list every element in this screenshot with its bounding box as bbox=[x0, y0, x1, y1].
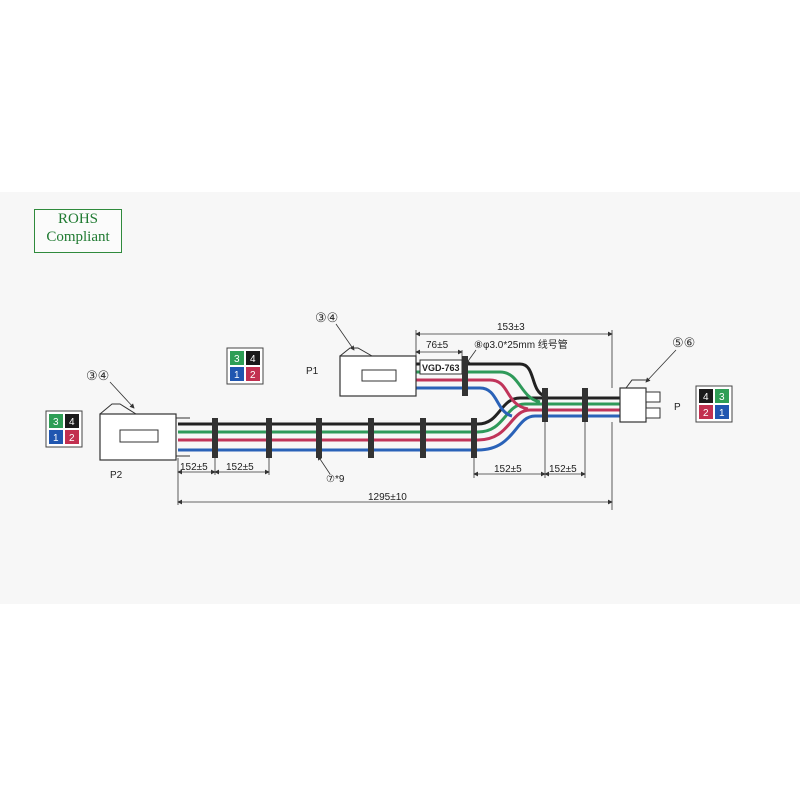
p2-pin-4: 4 bbox=[69, 417, 75, 428]
connector-p1 bbox=[339, 347, 417, 397]
p-label: P bbox=[674, 402, 681, 413]
rohs-label: ROHS bbox=[57, 211, 98, 227]
dim-153: 153±3 bbox=[497, 322, 525, 333]
drawing-sheet bbox=[0, 192, 800, 604]
p2-pin-1: 1 bbox=[53, 433, 59, 444]
p1-pin-face: 3 4 1 2 bbox=[226, 347, 264, 385]
p2-pin-face: 3 4 1 2 bbox=[45, 410, 83, 448]
p1-pin-1: 1 bbox=[234, 370, 240, 381]
cable-tie bbox=[266, 418, 272, 458]
cable-tie bbox=[542, 388, 548, 422]
cable-tie bbox=[368, 418, 374, 458]
wire-blue-p1 bbox=[416, 386, 513, 418]
p2-callout: ③④ bbox=[86, 368, 109, 383]
cable-tie bbox=[316, 418, 322, 458]
connector-p bbox=[619, 379, 661, 423]
p-pin-4: 4 bbox=[703, 392, 709, 403]
vgd-label: VGD-763 bbox=[422, 363, 460, 373]
wire-green-p1 bbox=[416, 370, 541, 404]
p2-pin-2: 2 bbox=[69, 433, 75, 444]
p-pin-face: 4 3 2 1 bbox=[695, 385, 733, 423]
p2-housing bbox=[99, 413, 177, 461]
p-housing bbox=[619, 387, 647, 423]
connector-p2 bbox=[99, 403, 190, 461]
wire-blue bbox=[178, 414, 620, 452]
sleeve-note: ⑧φ3.0*25mm 线号管 bbox=[474, 338, 568, 351]
cable-tie bbox=[420, 418, 426, 458]
wire-bundle-main bbox=[178, 396, 620, 452]
dim-p2-b: 152±5 bbox=[226, 462, 254, 473]
wire-red-p1 bbox=[416, 378, 529, 411]
dim-p-b: 152±5 bbox=[549, 464, 577, 475]
rohs-badge: ROHS Compliant bbox=[34, 209, 122, 253]
tie-note: ⑦*9 bbox=[326, 474, 345, 485]
p-pin-1: 1 bbox=[719, 408, 725, 419]
wire-black bbox=[178, 396, 620, 426]
wire-red bbox=[178, 408, 620, 442]
cable-tie bbox=[212, 418, 218, 458]
dim-p2-a: 152±5 bbox=[180, 462, 208, 473]
p1-latch bbox=[361, 369, 397, 382]
vgd-label-box bbox=[419, 359, 463, 375]
cable-tie bbox=[582, 388, 588, 422]
p2-pin-3: 3 bbox=[53, 417, 59, 428]
p-callout: ⑤⑥ bbox=[672, 335, 695, 350]
wire-green bbox=[178, 402, 620, 434]
p2-latch bbox=[119, 429, 159, 443]
cable-tie bbox=[471, 418, 477, 458]
dimension-lines bbox=[177, 330, 613, 510]
dim-p-a: 152±5 bbox=[494, 464, 522, 475]
p1-label: P1 bbox=[306, 366, 319, 377]
cable-tie bbox=[462, 356, 468, 396]
p-pin-2: 2 bbox=[703, 408, 709, 419]
p-pin-3: 3 bbox=[719, 392, 725, 403]
p2-label: P2 bbox=[110, 470, 123, 481]
p1-pin-3: 3 bbox=[234, 354, 240, 365]
dim-76: 76±5 bbox=[426, 340, 449, 351]
p1-pin-2: 2 bbox=[250, 370, 256, 381]
dim-overall: 1295±10 bbox=[368, 492, 407, 503]
wire-black-p1 bbox=[416, 362, 546, 398]
cable-ties bbox=[212, 356, 588, 458]
p1-pin-4: 4 bbox=[250, 354, 256, 365]
wire-bundle-p1 bbox=[416, 362, 546, 418]
compliant-label: Compliant bbox=[46, 229, 110, 245]
p1-callout: ③④ bbox=[315, 310, 338, 325]
